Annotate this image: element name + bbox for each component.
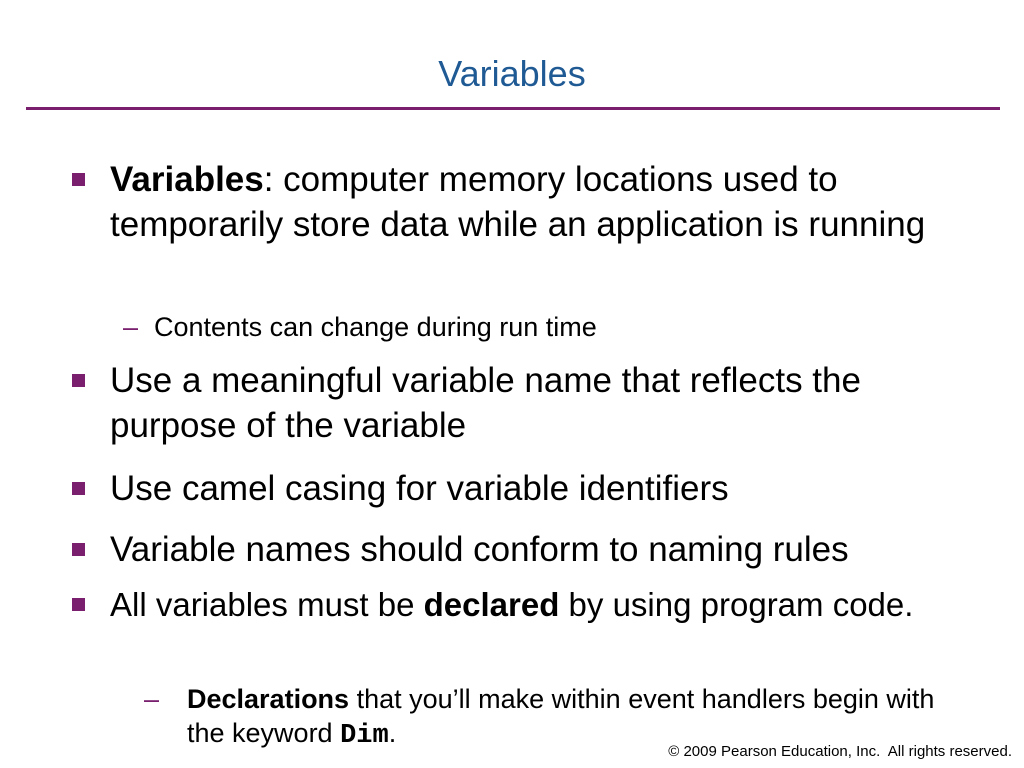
sub-bullet-end: .: [388, 718, 397, 748]
bullet-camel-casing: Use camel casing for variable identifier…: [72, 466, 980, 511]
sub-bullet-declarations: –Declarations that you’ll make within ev…: [144, 682, 947, 753]
sub-bullet-contents-change: –Contents can change during run time: [123, 310, 934, 344]
bullet-term: declared: [423, 586, 560, 623]
sub-bullet-term: Declarations: [187, 684, 350, 714]
bullet-text-before: All variables must be: [110, 586, 424, 623]
copyright-footer: © 2009 Pearson Education, Inc. All right…: [668, 743, 1012, 760]
bullet-text: Use camel casing for variable identifier…: [110, 469, 729, 508]
slide-title: Variables: [438, 53, 586, 94]
square-bullet-icon: [72, 173, 85, 186]
square-bullet-icon: [72, 374, 85, 387]
square-bullet-icon: [72, 482, 85, 495]
bullet-text-after: by using program code.: [559, 586, 914, 623]
sub-bullet-text: Contents can change during run time: [154, 312, 597, 342]
dash-bullet-icon: –: [123, 312, 139, 342]
sub-bullet-text: that you’ll make within event handlers b…: [187, 684, 935, 748]
bullet-text: : computer memory locations used to temp…: [110, 160, 926, 244]
square-bullet-icon: [72, 598, 85, 611]
title-divider: [26, 107, 1000, 110]
square-bullet-icon: [72, 543, 85, 556]
bullet-text: Variable names should conform to naming …: [110, 530, 849, 569]
bullet-meaningful-name: Use a meaningful variable name that refl…: [72, 358, 980, 448]
dash-bullet-icon: –: [144, 684, 160, 714]
bullet-term: Variables: [110, 160, 264, 199]
bullet-variables-definition: Variables: computer memory locations use…: [72, 157, 980, 247]
bullet-naming-rules: Variable names should conform to naming …: [72, 527, 980, 572]
bullet-declared: All variables must be declared by using …: [72, 583, 980, 626]
bullet-text: Use a meaningful variable name that refl…: [110, 361, 861, 445]
keyword-dim: Dim: [340, 721, 389, 751]
